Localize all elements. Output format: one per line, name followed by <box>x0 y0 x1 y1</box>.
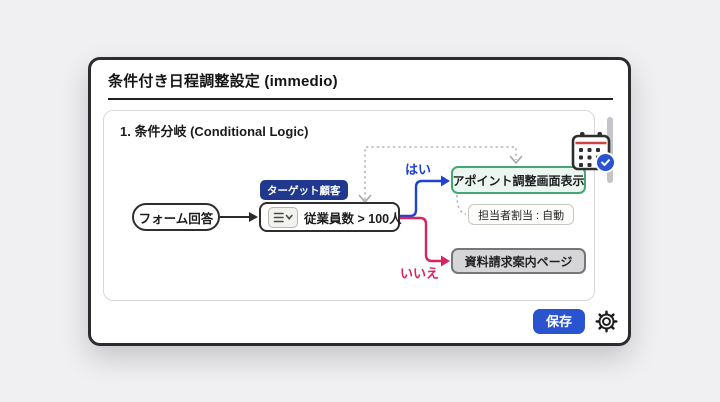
section-title: 1. 条件分岐 (Conditional Logic) <box>120 124 309 139</box>
appointment-screen-label: アポイント調整画面表示 <box>452 173 585 188</box>
flow-node-appointment-screen[interactable]: アポイント調整画面表示 <box>451 166 586 194</box>
modal-footer: 保存 <box>532 309 618 334</box>
gear-icon[interactable] <box>595 310 618 333</box>
yes-branch-label: はい <box>405 162 432 177</box>
check-icon <box>595 152 616 173</box>
modal-title: 条件付き日程調整設定 (immedio) <box>108 73 338 90</box>
document-request-label: 資料請求案内ページ <box>464 254 573 269</box>
condition-dropdown-button[interactable] <box>268 206 298 228</box>
flow-node-assignee-auto[interactable]: 担当者割当 : 自動 <box>468 204 575 225</box>
target-customer-badge: ターゲット顧客 <box>260 180 348 200</box>
no-branch-label: いいえ <box>400 266 440 281</box>
flow-node-condition[interactable]: 従業員数 > 100人 <box>259 202 402 232</box>
title-divider <box>108 98 613 100</box>
flow-node-form-answer[interactable]: フォーム回答 <box>132 203 220 231</box>
schedule-settings-modal: 条件付き日程調整設定 (immedio) 1. 条件分岐 (Conditiona… <box>88 57 631 346</box>
condition-label: 従業員数 > 100人 <box>304 211 402 226</box>
flow-node-document-request-page[interactable]: 資料請求案内ページ <box>451 248 586 274</box>
conditional-logic-panel: 1. 条件分岐 (Conditional Logic) <box>103 110 616 301</box>
flow-connectors <box>220 146 523 267</box>
filter-list-chevron-down-icon <box>273 212 293 222</box>
flow-canvas: フォーム回答 ターゲット顧客 従業員数 > 100人 はい <box>104 111 616 300</box>
form-answer-label: フォーム回答 <box>138 211 214 226</box>
save-button[interactable]: 保存 <box>532 309 585 334</box>
assignee-auto-label: 担当者割当 : 自動 <box>478 209 565 222</box>
